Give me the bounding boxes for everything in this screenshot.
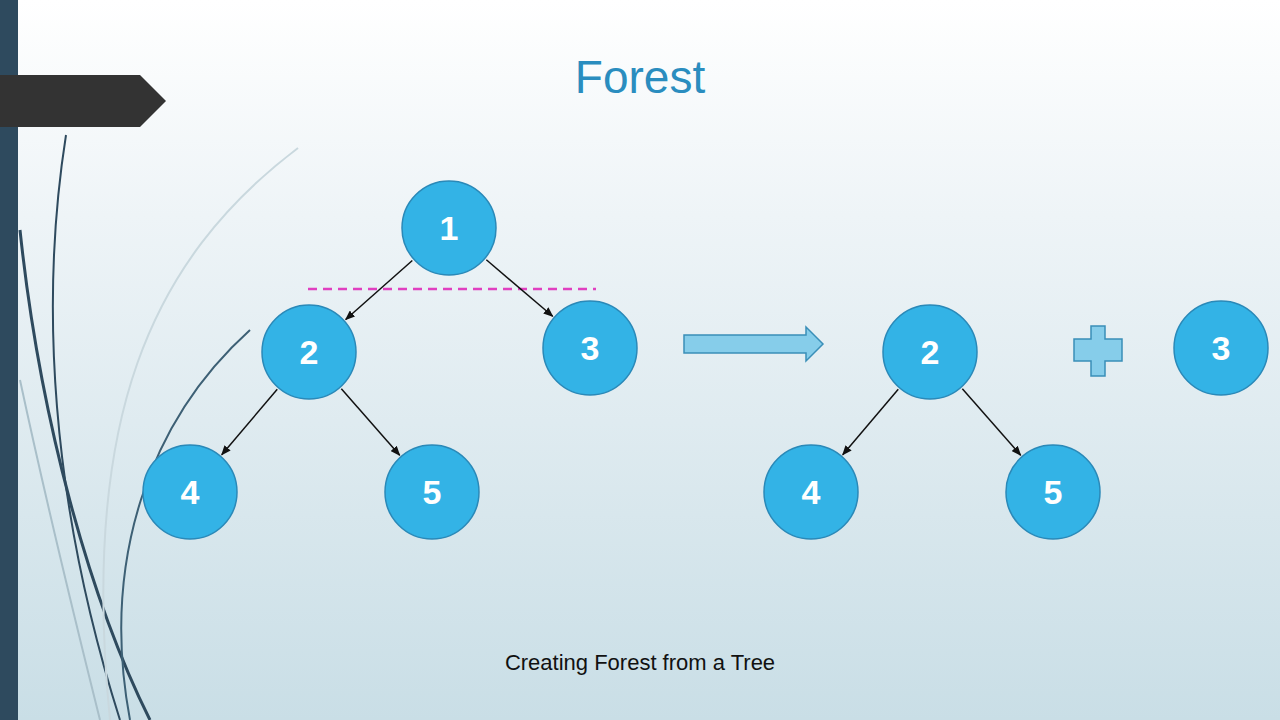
deco-curve <box>121 330 250 720</box>
tree-node-circle: 3 <box>1173 300 1269 396</box>
tree-node-circle: 3 <box>542 300 638 396</box>
tree-edge <box>486 260 552 316</box>
node-label: 2 <box>882 304 978 400</box>
plus-sign <box>1074 326 1122 376</box>
node-label: 1 <box>401 180 497 276</box>
tree-edge <box>346 260 413 319</box>
node-label: 5 <box>384 444 480 540</box>
slide-title: Forest <box>0 50 1280 104</box>
deco-curve <box>103 148 298 720</box>
block-arrow <box>684 327 823 361</box>
title-tab <box>0 75 166 127</box>
node-label: 4 <box>142 444 238 540</box>
node-label: 2 <box>261 304 357 400</box>
deco-curve <box>53 135 120 720</box>
node-label: 3 <box>1173 300 1269 396</box>
tree-node-circle: 4 <box>142 444 238 540</box>
tree-edge <box>341 389 399 455</box>
tree-node-circle: 5 <box>1005 444 1101 540</box>
tree-node-circle: 2 <box>261 304 357 400</box>
tree-edge <box>843 389 899 454</box>
tree-node-circle: 5 <box>384 444 480 540</box>
node-label: 3 <box>542 300 638 396</box>
tree-node-circle: 1 <box>401 180 497 276</box>
node-label: 4 <box>763 444 859 540</box>
cut-line <box>308 288 596 291</box>
caption: Creating Forest from a Tree <box>0 650 1280 676</box>
tree-edge <box>222 389 278 454</box>
tree-node-circle: 4 <box>763 444 859 540</box>
tree-edge <box>962 389 1020 455</box>
node-label: 5 <box>1005 444 1101 540</box>
tree-node-circle: 2 <box>882 304 978 400</box>
deco-curve <box>20 380 100 720</box>
deco-curve <box>20 230 150 720</box>
